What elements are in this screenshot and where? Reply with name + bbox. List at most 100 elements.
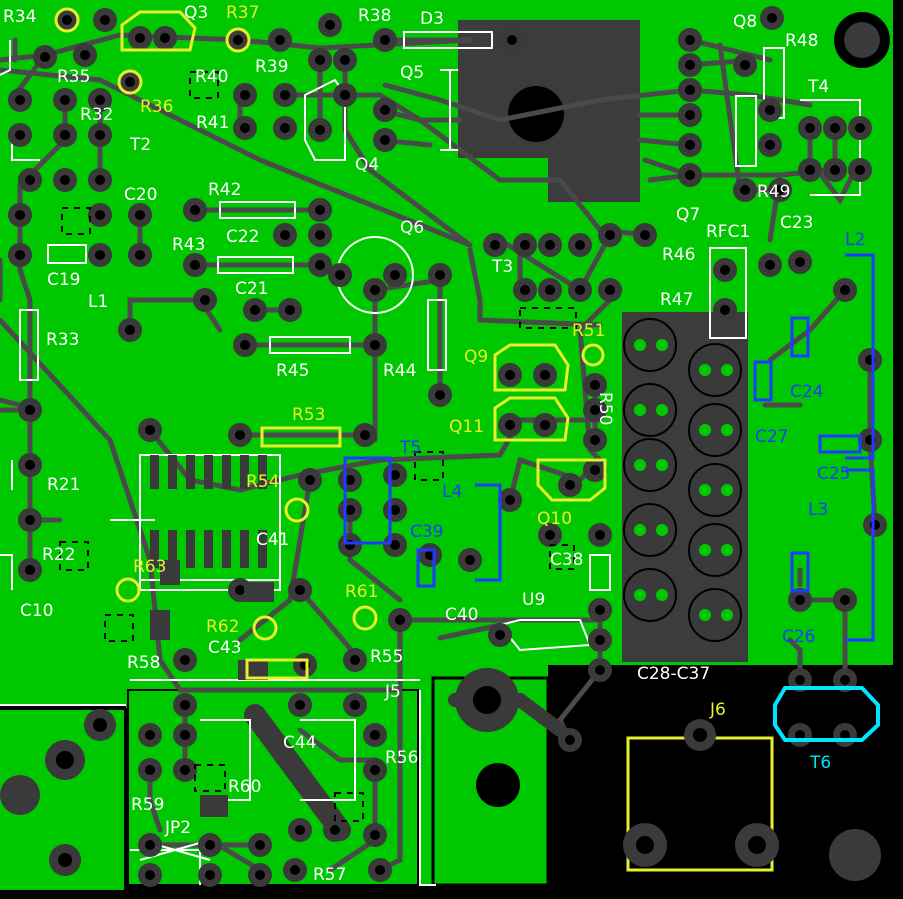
drill-hole	[390, 540, 400, 550]
label-R58: R58	[127, 653, 160, 673]
drill-hole	[590, 380, 600, 390]
label-T2: T2	[129, 135, 151, 155]
label-J6: J6	[709, 700, 726, 720]
drill-hole	[520, 240, 530, 250]
drill-hole	[280, 123, 290, 133]
drill-hole	[575, 285, 585, 295]
drill-hole	[295, 585, 305, 595]
label-R37: R37	[226, 3, 259, 23]
drill-hole	[595, 635, 605, 645]
drill-hole	[380, 135, 390, 145]
drill-hole	[280, 230, 290, 240]
drill-hole	[505, 370, 515, 380]
label-C25: C25	[817, 464, 851, 484]
label-R51: R51	[572, 321, 605, 341]
component-labels-blue: L2 C24 C27 T5 C25 L4 L3 C39 C26	[399, 230, 865, 647]
label-L2: L2	[845, 230, 865, 250]
drill-hole	[100, 15, 110, 25]
t6-outline	[773, 686, 880, 742]
label-R48: R48	[785, 31, 818, 51]
label-C40: C40	[445, 605, 479, 625]
label-R32: R32	[80, 105, 113, 125]
label-Q3: Q3	[184, 3, 208, 23]
label-Q4: Q4	[355, 155, 379, 175]
label-Q5: Q5	[400, 63, 424, 83]
drill-hole	[590, 465, 600, 475]
label-R60: R60	[228, 777, 261, 797]
label-R21: R21	[47, 475, 80, 495]
label-Q8: Q8	[733, 12, 757, 32]
drill-hole	[205, 870, 215, 880]
drill-hole	[180, 700, 190, 710]
drill-hole	[200, 295, 210, 305]
drill-hole	[830, 165, 840, 175]
label-U9: U9	[522, 590, 545, 610]
drill-hole	[145, 840, 155, 850]
drill-hole	[235, 585, 245, 595]
label-T3: T3	[491, 257, 513, 277]
drill-hole	[685, 35, 695, 45]
label-L1: L1	[88, 292, 108, 312]
drill-hole	[180, 765, 190, 775]
drill-hole	[685, 110, 695, 120]
yellow-silkscreen	[54, 7, 774, 872]
drill-hole	[135, 250, 145, 260]
label-Q9: Q9	[464, 347, 488, 367]
drill-hole	[15, 95, 25, 105]
drill-hole	[25, 565, 35, 575]
drill-hole	[685, 140, 695, 150]
drill-hole	[180, 730, 190, 740]
drill-hole	[295, 700, 305, 710]
drill-hole	[125, 325, 135, 335]
drill-hole	[145, 870, 155, 880]
drill-hole	[435, 390, 445, 400]
drill-hole	[190, 260, 200, 270]
drill-hole	[25, 460, 35, 470]
label-C28C37: C28-C37	[637, 664, 710, 684]
drill-hole	[685, 85, 695, 95]
drill-hole	[345, 505, 355, 515]
drill-hole	[590, 435, 600, 445]
drill-hole	[80, 50, 90, 60]
wide-trace	[244, 704, 351, 841]
drill-hole	[95, 250, 105, 260]
label-R34: R34	[3, 7, 36, 27]
drill-hole	[720, 265, 730, 275]
label-T5: T5	[399, 438, 421, 458]
drill-hole	[240, 123, 250, 133]
drill-hole	[840, 285, 850, 295]
drill-hole	[233, 35, 243, 45]
drill-hole	[315, 125, 325, 135]
drill-hole	[62, 15, 72, 25]
drill-hole	[740, 185, 750, 195]
drill-hole	[545, 530, 555, 540]
label-Q6: Q6	[400, 218, 424, 238]
label-JP2: JP2	[164, 818, 191, 838]
drill-hole	[575, 240, 585, 250]
drill-hole	[350, 700, 360, 710]
drill-hole	[25, 405, 35, 415]
drill-hole	[590, 405, 600, 415]
drill-hole	[390, 505, 400, 515]
label-J5: J5	[384, 682, 401, 702]
drill-hole	[360, 430, 370, 440]
drill-hole	[720, 305, 730, 315]
label-R45: R45	[276, 361, 309, 381]
component-labels-yellow: R37 R36 R51 Q9 R53 Q11 R54 Q10 R63 R61 R…	[133, 3, 726, 720]
label-R22: R22	[42, 545, 75, 565]
drill-hole	[565, 735, 575, 745]
drill-hole	[315, 230, 325, 240]
label-C26: C26	[782, 627, 816, 647]
label-Q11: Q11	[449, 417, 484, 437]
drill-hole	[280, 90, 290, 100]
drill-hole	[305, 475, 315, 485]
label-RFC1: RFC1	[706, 222, 750, 242]
drill-hole	[380, 35, 390, 45]
component-labels: R34 Q3 R38 D3 Q8 R48 R35 R40 R39 Q5 T4 R…	[3, 3, 829, 885]
drill-hole	[595, 665, 605, 675]
drill-hole	[325, 20, 335, 30]
drill-hole	[240, 90, 250, 100]
label-Q7: Q7	[676, 205, 700, 225]
label-C21: C21	[235, 279, 269, 299]
